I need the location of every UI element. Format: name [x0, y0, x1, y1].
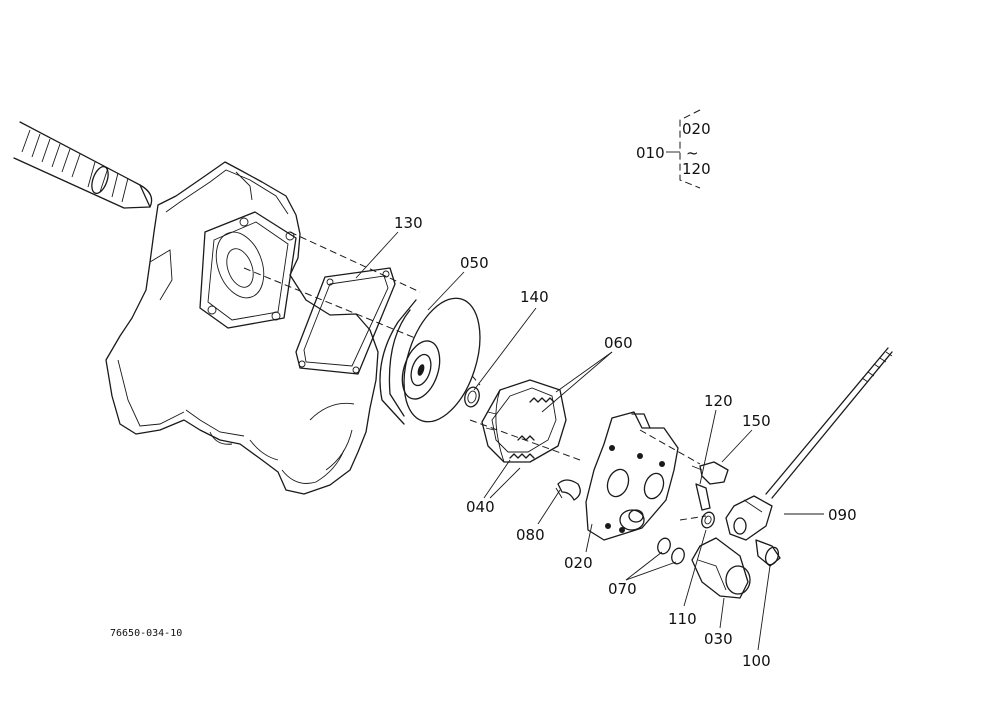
- callout-090: 090: [828, 506, 857, 524]
- washer-110: [701, 511, 715, 529]
- leader-lines: [355, 231, 824, 651]
- callout-140: 140: [520, 288, 549, 306]
- assembly-last-label: 120: [682, 160, 711, 178]
- callout-150: 150: [742, 412, 771, 430]
- clevis-pin-100: [755, 539, 781, 567]
- assembly-lines: [243, 231, 707, 521]
- assembly-main-label: 010: [636, 144, 665, 162]
- callout-030: 030: [704, 630, 733, 648]
- callout-020-part: 020: [564, 554, 593, 572]
- callout-080: 080: [516, 526, 545, 544]
- brake-rod: [765, 347, 893, 499]
- gasket-130: [295, 267, 396, 375]
- bolt-150: [691, 461, 729, 485]
- drawing-code: 76650-034-10: [110, 628, 182, 639]
- assembly-bracket: [666, 109, 701, 189]
- callout-labels: 130 050 140 060 120 150 090 040 080 020 …: [110, 120, 857, 670]
- assembly-range-tilde: ~: [686, 144, 699, 162]
- retainer-080: [555, 479, 581, 501]
- callout-060: 060: [604, 334, 633, 352]
- brake-shoes-040: [481, 379, 567, 463]
- return-springs-060: [509, 397, 555, 459]
- transmission-housing: [105, 161, 379, 495]
- drive-shaft: [13, 121, 153, 209]
- callout-100: 100: [742, 652, 771, 670]
- o-rings-070: [657, 537, 685, 565]
- callout-110: 110: [668, 610, 697, 628]
- callout-070: 070: [608, 580, 637, 598]
- callout-120-part: 120: [704, 392, 733, 410]
- assembly-first-label: 020: [682, 120, 711, 138]
- snap-ring-140: [464, 386, 480, 408]
- clevis-090: [725, 495, 773, 541]
- pin-120: [695, 483, 711, 511]
- cover-plate-020: [585, 411, 679, 541]
- callout-040: 040: [466, 498, 495, 516]
- callout-130: 130: [394, 214, 423, 232]
- brake-drum-050: [379, 297, 481, 425]
- callout-050: 050: [460, 254, 489, 272]
